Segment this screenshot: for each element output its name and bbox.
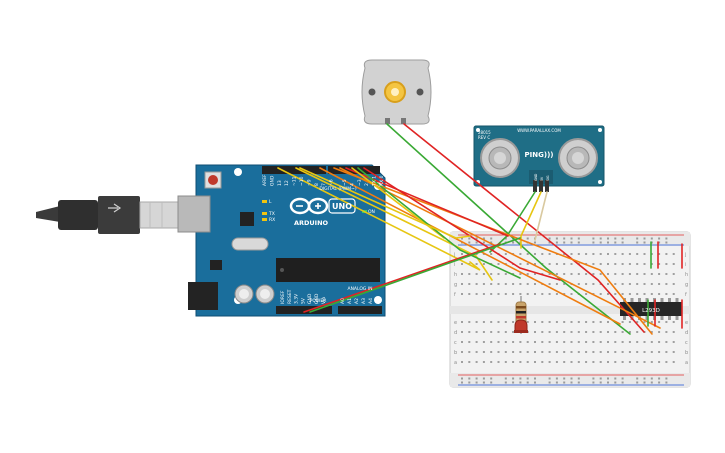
power-pin-label: RESET xyxy=(287,289,293,304)
arduino-wordmark: ARDUINO xyxy=(294,219,329,227)
row-letter: j xyxy=(453,252,455,258)
sensor-pin-label: SIG xyxy=(546,175,550,181)
analog-pin-label: A3 xyxy=(361,298,367,304)
digital-pin-label: 7 xyxy=(321,183,327,186)
analog-pin-label: A4 xyxy=(368,298,374,304)
digital-pin-label: ~6 xyxy=(329,179,335,186)
on-label: ON xyxy=(368,209,375,215)
row-letter: d xyxy=(454,330,457,336)
row-letter: c xyxy=(685,340,688,346)
power-pin-label: GND xyxy=(307,293,313,304)
wire-sensor-sig xyxy=(534,191,548,241)
wire-power-green xyxy=(309,237,521,313)
usb-cable[interactable] xyxy=(36,196,179,234)
row-letter: e xyxy=(454,320,457,326)
usb-port xyxy=(177,195,211,233)
row-letter: f xyxy=(685,292,687,298)
wire-motor-green xyxy=(386,123,631,335)
row-letter: g xyxy=(685,282,688,288)
row-letter: d xyxy=(685,330,688,336)
digital-pin-label: 8 xyxy=(314,183,320,186)
rx-label: RX xyxy=(269,217,275,223)
analog-label: ANALOG IN xyxy=(347,286,372,292)
power-pin-label: GND xyxy=(314,293,320,304)
digital-pin-label: AREF xyxy=(262,174,268,186)
digital-pin-label: ~3 xyxy=(357,179,363,186)
wire-motor-red xyxy=(403,123,645,333)
row-letter: e xyxy=(685,320,688,326)
ic-label: L293D xyxy=(642,308,660,314)
wire-power-red xyxy=(303,243,501,313)
arduino-board[interactable] xyxy=(177,164,386,317)
wire-h xyxy=(357,167,521,279)
row-letter: h xyxy=(454,272,457,278)
wire-c xyxy=(319,167,621,325)
digital-pin-label: 12 xyxy=(284,180,290,186)
ping-sensor[interactable] xyxy=(473,125,605,192)
power-pin-label: Vin xyxy=(321,297,327,304)
wire-b xyxy=(295,167,493,281)
uno-label: UNO xyxy=(332,202,352,211)
digital-label: DIGITAL (PWM~) xyxy=(319,186,357,192)
row-letter: i xyxy=(685,262,686,268)
atmega-chip xyxy=(276,258,380,282)
digital-pin-label: 4 xyxy=(349,183,355,186)
l-label: L xyxy=(269,199,272,205)
reset-button[interactable] xyxy=(208,175,218,185)
digital-pin-label: 13 xyxy=(277,180,283,186)
row-letter: i xyxy=(454,262,455,268)
digital-pin-label: GND xyxy=(269,175,275,186)
tx-label: TX xyxy=(268,211,275,217)
digital-pin-label: ~9 xyxy=(306,179,312,186)
analog-pin-label: A2 xyxy=(354,298,360,304)
wire-d xyxy=(333,167,653,335)
led[interactable] xyxy=(514,319,528,333)
row-letter: c xyxy=(454,340,457,346)
power-label: POWER xyxy=(310,298,327,304)
arduino-logo-icon xyxy=(289,197,329,215)
row-letter: j xyxy=(684,252,686,258)
digital-pin-label: RX 0 xyxy=(379,175,385,186)
sensor-pin-label: GND xyxy=(534,173,538,181)
wire-j xyxy=(299,167,471,239)
row-letter: g xyxy=(454,282,457,288)
row-letter: a xyxy=(454,360,457,366)
wire-e xyxy=(339,167,661,329)
digital-pin-label: ~5 xyxy=(342,179,348,186)
sensor-pin-label: 5V xyxy=(540,176,544,181)
wire-i xyxy=(363,167,561,281)
row-letter: a xyxy=(685,360,688,366)
sensor-rev: REV C xyxy=(478,135,490,140)
power-pin-label: 3.3V xyxy=(294,293,300,304)
power-jack xyxy=(188,282,218,310)
digital-pin-label: 2 xyxy=(364,183,370,186)
row-letter: b xyxy=(454,350,457,356)
dc-motor[interactable] xyxy=(361,59,432,125)
digital-pin-label: ~10 xyxy=(299,176,305,186)
sensor-brand: WWW.PARALLAX.COM xyxy=(517,128,561,133)
wire-sensor-5v xyxy=(520,191,542,249)
row-letter: b xyxy=(685,350,688,356)
analog-pin-label: A5 xyxy=(375,298,381,304)
row-letter: h xyxy=(685,272,688,278)
analog-pin-label: A0 xyxy=(340,298,346,304)
digital-pin-label: ~11 xyxy=(292,176,298,186)
power-pin-label: IOREF xyxy=(280,290,286,304)
wire-a xyxy=(277,167,481,271)
digital-pin-label: TX 1 xyxy=(372,176,378,187)
sensor-name: PING))) xyxy=(525,151,554,159)
wires xyxy=(277,123,683,335)
power-pin-label: 5V xyxy=(300,297,306,304)
row-letter: f xyxy=(454,292,456,298)
sensor-model: 28015 xyxy=(478,130,491,135)
analog-pin-label: A1 xyxy=(347,298,353,304)
